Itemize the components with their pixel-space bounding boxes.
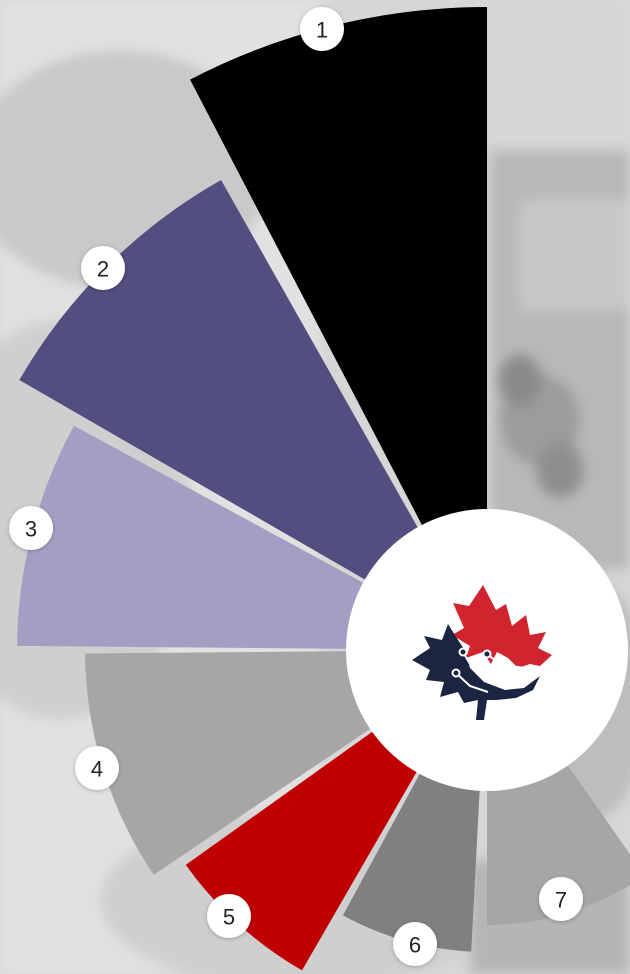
circuit-nodes bbox=[451, 647, 492, 678]
segment-wedge-4 bbox=[85, 651, 390, 875]
segment-badge-7: 7 bbox=[539, 877, 583, 921]
segment-number-badges: 1 2 3 4 5 6 7 bbox=[9, 7, 583, 966]
segment-wedge-2 bbox=[19, 180, 429, 591]
segment-wedge-3 bbox=[17, 425, 384, 649]
maple-leaf-red bbox=[452, 585, 552, 668]
segment-wedge-1 bbox=[190, 7, 487, 546]
segment-badge-6: 6 bbox=[393, 922, 437, 966]
segment-badge-3: 3 bbox=[9, 506, 53, 550]
badge-number: 3 bbox=[25, 517, 37, 542]
badge-number: 5 bbox=[223, 905, 235, 930]
badge-circle bbox=[9, 506, 53, 550]
segment-badge-2: 2 bbox=[81, 246, 125, 290]
segment-wedge-6 bbox=[342, 753, 481, 952]
badge-circle bbox=[207, 894, 251, 938]
badge-number: 4 bbox=[91, 757, 103, 782]
segment-badge-1: 1 bbox=[300, 7, 344, 51]
badge-circle bbox=[300, 7, 344, 51]
segment-badge-5: 5 bbox=[207, 894, 251, 938]
segment-wedge-7 bbox=[487, 746, 630, 925]
maple-leaf-circuit-logo bbox=[412, 585, 552, 720]
badge-number: 2 bbox=[97, 257, 109, 282]
badge-circle bbox=[81, 246, 125, 290]
maple-leaf-navy bbox=[412, 624, 540, 720]
badge-circle bbox=[75, 746, 119, 790]
badge-circle bbox=[539, 877, 583, 921]
badge-circle bbox=[393, 922, 437, 966]
badge-number: 6 bbox=[409, 933, 421, 958]
badge-number: 1 bbox=[316, 18, 328, 43]
badge-number: 7 bbox=[555, 888, 567, 913]
circuit-traces bbox=[455, 651, 525, 693]
segment-badge-4: 4 bbox=[75, 746, 119, 790]
